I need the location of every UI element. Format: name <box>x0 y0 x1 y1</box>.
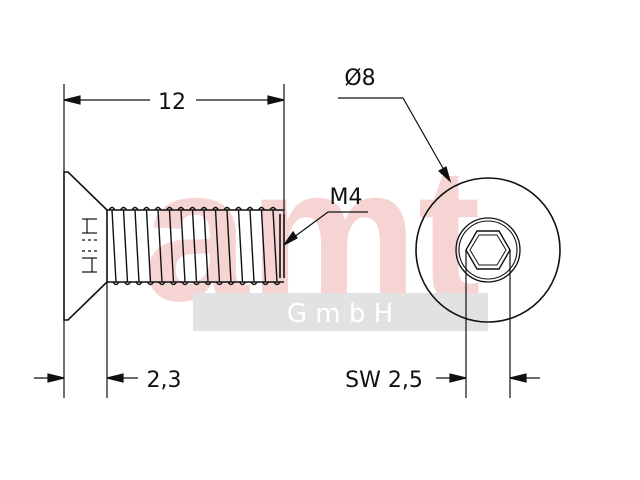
thread-tooth-top <box>223 206 231 211</box>
thread-tooth-bottom <box>158 281 166 286</box>
thread-tooth-top <box>142 206 151 211</box>
thread-crest-line <box>145 209 152 283</box>
thread-crest-line <box>122 209 129 283</box>
thread-tooth-bottom <box>181 281 189 286</box>
thread-crest-line <box>272 209 278 283</box>
thread-tooth-bottom <box>215 281 224 286</box>
thread-tooth-top <box>246 206 254 211</box>
thread-tooth-top <box>234 206 243 211</box>
thread-tooth-bottom <box>123 281 132 286</box>
thread-tooth-bottom <box>169 281 178 286</box>
watermark-band <box>193 293 488 331</box>
thread-crest-line <box>260 209 267 283</box>
thread-tooth-bottom <box>112 281 120 286</box>
dimension-diameter-leader <box>338 97 452 183</box>
thread-tooth-bottom <box>135 281 143 286</box>
thread-tooth-top <box>119 206 128 211</box>
thread-tooth-top <box>188 206 197 211</box>
thread-crest-line <box>226 209 232 283</box>
thread-crest-line <box>237 209 244 283</box>
thread-tooth-bottom <box>192 281 201 286</box>
thread-crest-line <box>191 209 198 283</box>
thread-tooth-bottom <box>261 281 270 286</box>
socket-circle-inner <box>458 220 518 280</box>
watermark-company: G m b H <box>287 299 393 329</box>
thread-tooth-bottom <box>227 281 235 286</box>
thread-tooth-bottom <box>273 281 281 286</box>
thread-crest-line <box>111 209 117 283</box>
thread-crest-line <box>157 209 163 283</box>
head-outline <box>415 177 561 323</box>
thread-tooth-top <box>131 206 139 211</box>
thread-tooth-bottom <box>146 281 155 286</box>
dimension-head-height-label: 2,3 <box>147 368 182 393</box>
socket-circle <box>455 217 521 283</box>
dimension-thread-label: M4 <box>330 185 363 210</box>
watermark: amt G m b H <box>143 129 488 341</box>
dimension-length <box>63 84 285 214</box>
dimension-length-label: 12 <box>158 90 186 115</box>
thread-crest-line <box>180 209 186 283</box>
thread-tooth-bottom <box>250 281 258 286</box>
thread-lines <box>108 206 281 286</box>
thread-tooth-top <box>108 206 116 211</box>
thread-tooth-bottom <box>238 281 247 286</box>
thread-tooth-top <box>154 206 162 211</box>
dimension-socket-size-label: SW 2,5 <box>345 368 423 393</box>
socket-hidden-lines <box>82 218 97 273</box>
thread-tooth-top <box>177 206 185 211</box>
thread-tooth-bottom <box>204 281 212 286</box>
thread-tooth-top <box>269 206 277 211</box>
dimension-head-height <box>34 282 138 398</box>
thread-crest-line <box>134 209 140 283</box>
thread-tooth-top <box>200 206 208 211</box>
thread-crest-line <box>214 209 221 283</box>
screw-side-view <box>63 171 285 321</box>
thread-tooth-top <box>257 206 266 211</box>
thread-crest-line <box>168 209 175 283</box>
screw-head <box>63 171 108 321</box>
thread-crest-line <box>203 209 209 283</box>
dimension-socket-size <box>436 250 540 398</box>
thread-tooth-top <box>211 206 220 211</box>
thread-tooth-top <box>165 206 174 211</box>
dimension-diameter-label: Ø8 <box>344 66 375 91</box>
thread-crest-line <box>249 209 255 283</box>
dimension-thread-leader <box>283 211 368 246</box>
